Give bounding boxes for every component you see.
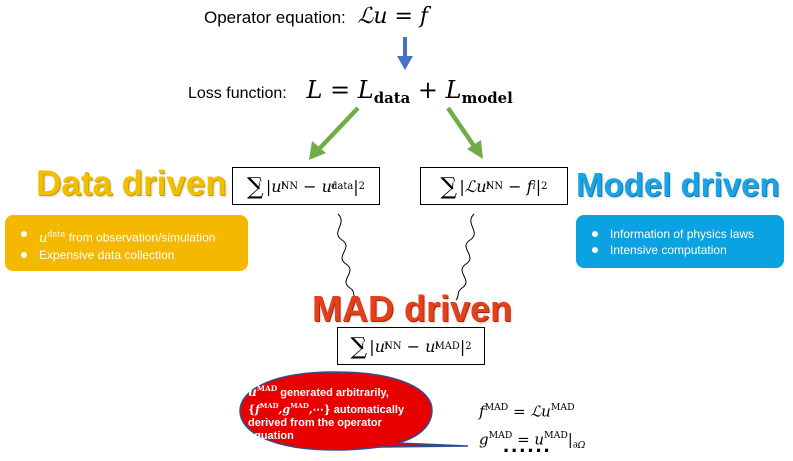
mad-equation-g: gMAD = uMAD|∂Ω — [479, 429, 586, 451]
mad-equation-f: fMAD = ℒuMAD — [479, 402, 575, 421]
model-driven-title: Model driven — [576, 166, 780, 203]
data-driven-item: Expensive data collection — [19, 247, 238, 263]
mad-note: uMAD generated arbitrarily, {fMAD,gMAD,⋯… — [248, 384, 405, 442]
arrow-loss-to-data — [309, 106, 360, 160]
arrow-loss-to-model — [446, 106, 483, 159]
loss-function-label: Loss function: — [188, 85, 287, 102]
arrow-equation-to-loss — [397, 37, 413, 70]
model-driven-item: Information of physics laws — [590, 226, 774, 242]
mad-equations: fMAD = ℒuMAD gMAD = uMAD|∂Ω — [479, 396, 585, 456]
operator-equation-formula: ℒu = f — [350, 4, 429, 29]
wavy-connector-data — [337, 213, 357, 301]
operator-equation: Operator equation: ℒu = f — [204, 4, 428, 29]
data-driven-panel: udata from observation/simulation Expens… — [5, 215, 248, 271]
data-driven-title: Data driven — [36, 164, 227, 203]
model-driven-item: Intensive computation — [590, 242, 774, 258]
data-driven-item: udata from observation/simulation — [19, 226, 238, 247]
operator-equation-label: Operator equation: — [204, 8, 346, 27]
mad-driven-title: MAD driven — [312, 288, 513, 329]
wavy-connector-model — [455, 213, 475, 301]
loss-function: Loss function: L = Ldata + Lmodel — [188, 76, 513, 107]
continuation-dots: ...... — [503, 432, 552, 457]
loss-function-formula: L = Ldata + Lmodel — [291, 76, 513, 108]
model-driven-panel: Information of physics laws Intensive co… — [576, 215, 784, 268]
mad-speech-bubble — [239, 371, 469, 451]
